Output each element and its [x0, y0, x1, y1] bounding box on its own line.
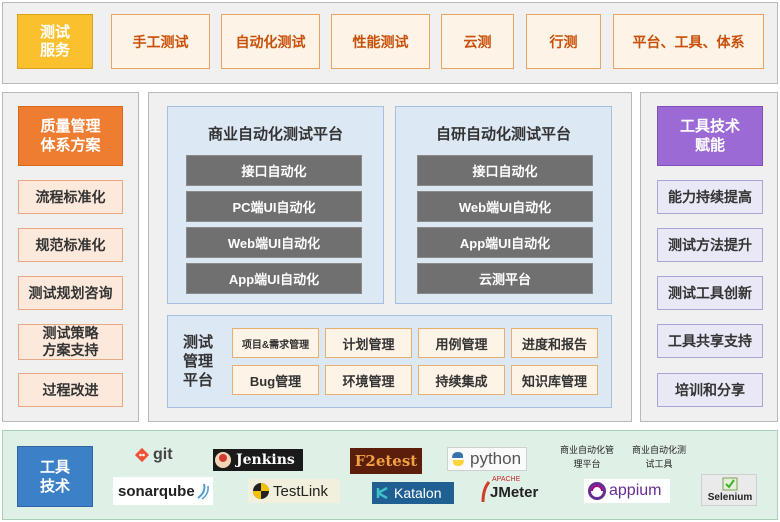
sonarqube-label: sonarqube	[118, 482, 195, 500]
selenium-logo: Selenium	[701, 474, 757, 506]
inhouse-api-automation[interactable]: 接口自动化	[417, 155, 593, 186]
appium-label: appium	[609, 482, 662, 499]
quality-item-consulting[interactable]: 测试规划咨询	[18, 276, 123, 310]
service-item-manual[interactable]: 手工测试	[111, 14, 210, 69]
quality-item-strategy[interactable]: 测试策略 方案支持	[18, 324, 123, 360]
mgmt-bug[interactable]: Bug管理	[232, 365, 319, 395]
commercial-api-automation[interactable]: 接口自动化	[186, 155, 362, 186]
commercial-web-ui-automation[interactable]: Web端UI自动化	[186, 227, 362, 258]
mgmt-environment[interactable]: 环境管理	[325, 365, 412, 395]
jmeter-logo: APACHE JMeter	[478, 476, 548, 506]
service-head: 测试 服务	[17, 14, 93, 69]
mgmt-testcase[interactable]: 用例管理	[418, 328, 505, 358]
katalon-logo: Katalon	[372, 482, 454, 504]
mgmt-project-requirements[interactable]: 项目&需求管理	[232, 328, 319, 358]
tool-item-training[interactable]: 培训和分享	[657, 373, 763, 407]
katalon-icon	[376, 486, 388, 500]
jmeter-label: JMeter	[490, 484, 539, 501]
mgmt-progress-report[interactable]: 进度和报告	[511, 328, 598, 358]
mgmt-plan[interactable]: 计划管理	[325, 328, 412, 358]
apache-label: APACHE	[492, 476, 521, 483]
sonarqube-logo: sonarqube	[113, 477, 213, 505]
service-item-platform-tools[interactable]: 平台、工具、体系	[613, 14, 764, 69]
testlink-label: TestLink	[273, 482, 329, 500]
mgmt-knowledge-base[interactable]: 知识库管理	[511, 365, 598, 395]
python-label: python	[470, 449, 522, 468]
python-icon	[452, 452, 464, 466]
commercial-platform-title: 商业自动化测试平台	[207, 125, 343, 143]
katalon-label: Katalon	[394, 485, 442, 501]
testlink-icon	[253, 483, 269, 499]
f2etest-logo: F2etest	[350, 448, 422, 474]
tools-head: 工具 技术	[17, 446, 93, 507]
git-icon	[134, 447, 150, 463]
tool-item-innovation[interactable]: 测试工具创新	[657, 276, 763, 310]
testlink-logo: TestLink	[248, 479, 340, 503]
jenkins-logo: Jenkins	[213, 449, 303, 471]
commercial-test-tool-text: 商业自动化测 试工具	[631, 446, 686, 470]
inhouse-cloud-platform[interactable]: 云测平台	[417, 263, 593, 294]
inhouse-app-ui-automation[interactable]: App端UI自动化	[417, 227, 593, 258]
tool-item-sharing[interactable]: 工具共享支持	[657, 324, 763, 358]
management-platform-title: 测试 管理 平台	[182, 334, 213, 389]
inhouse-web-ui-automation[interactable]: Web端UI自动化	[417, 191, 593, 222]
tool-empower-head: 工具技术 赋能	[657, 106, 763, 166]
jenkins-label: Jenkins	[236, 452, 295, 468]
commercial-mgmt-platform-text: 商业自动化管 理平台	[559, 446, 614, 470]
tool-item-method[interactable]: 测试方法提升	[657, 228, 763, 262]
selenium-check-icon	[722, 477, 738, 491]
appium-icon	[588, 482, 606, 500]
inhouse-platform-title: 自研自动化测试平台	[435, 125, 571, 143]
quality-item-standard[interactable]: 规范标准化	[18, 228, 123, 262]
appium-logo: appium	[584, 479, 670, 503]
tools-panel	[2, 430, 778, 520]
git-label: git	[153, 446, 173, 463]
commercial-pc-ui-automation[interactable]: PC端UI自动化	[186, 191, 362, 222]
quality-item-improvement[interactable]: 过程改进	[18, 373, 123, 407]
quality-head: 质量管理 体系方案	[18, 106, 123, 166]
git-logo: git	[134, 444, 184, 466]
sonarqube-waves-icon	[197, 483, 209, 500]
jenkins-icon	[215, 452, 231, 468]
mgmt-ci[interactable]: 持续集成	[418, 365, 505, 395]
selenium-label: Selenium	[707, 492, 753, 503]
service-item-performance[interactable]: 性能测试	[331, 14, 430, 69]
service-item-automation[interactable]: 自动化测试	[221, 14, 320, 69]
service-item-cloud[interactable]: 云测	[441, 14, 514, 69]
f2etest-label: F2etest	[354, 452, 418, 470]
tool-item-capability[interactable]: 能力持续提高	[657, 180, 763, 214]
commercial-app-ui-automation[interactable]: App端UI自动化	[186, 263, 362, 294]
quality-item-process[interactable]: 流程标准化	[18, 180, 123, 214]
service-item-crowd[interactable]: 行测	[526, 14, 601, 69]
jmeter-feather-icon	[481, 481, 491, 503]
python-logo: python	[447, 447, 527, 471]
